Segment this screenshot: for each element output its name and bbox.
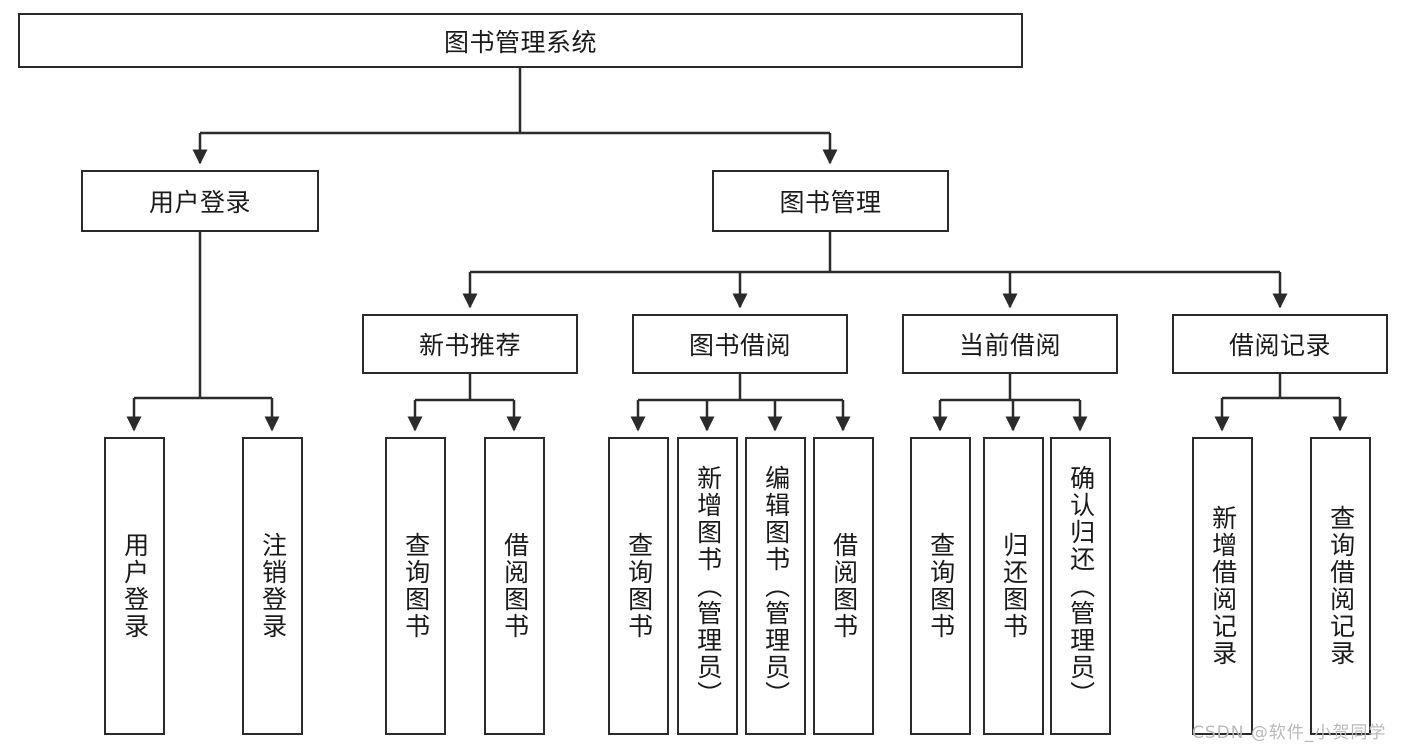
node-new-book-recommend-label: 新书推荐 [418,331,521,360]
node-book-management[interactable]: 图书管理 [712,170,949,232]
node-leaf-borrow-book-recommend[interactable]: 借阅图书 [484,437,545,735]
node-leaf-borrow-book[interactable]: 借阅图书 [813,437,874,735]
watermark: CSDN @软件_小贺同学 [1192,718,1386,743]
node-leaf-user-login-label: 用户登录 [120,532,150,640]
node-book-borrow-label: 图书借阅 [688,331,791,360]
node-leaf-user-login[interactable]: 用户登录 [104,437,165,735]
node-leaf-query-borrow-record[interactable]: 查询借阅记录 [1310,437,1371,735]
node-leaf-query-borrow-record-label: 查询借阅记录 [1326,505,1356,667]
node-leaf-return-book-label: 归还图书 [999,532,1029,640]
node-user-login-label: 用户登录 [148,188,251,217]
node-leaf-query-book-current-label: 查询图书 [926,532,956,640]
node-leaf-query-book-recommend[interactable]: 查询图书 [385,437,446,735]
node-root-label: 图书管理系统 [443,27,597,57]
node-leaf-add-borrow-record[interactable]: 新增借阅记录 [1192,437,1253,735]
node-leaf-edit-book-admin-label: 编辑图书（管理员） [761,464,791,708]
node-book-borrow[interactable]: 图书借阅 [632,314,848,374]
node-borrow-records[interactable]: 借阅记录 [1172,314,1388,374]
node-current-borrow-label: 当前借阅 [958,331,1061,360]
node-leaf-confirm-return-admin-label: 确认归还（管理员） [1066,464,1096,708]
node-leaf-add-book-admin-label: 新增图书（管理员） [693,464,723,708]
node-leaf-add-borrow-record-label: 新增借阅记录 [1208,505,1238,667]
node-leaf-edit-book-admin[interactable]: 编辑图书（管理员） [745,437,806,735]
node-book-management-label: 图书管理 [779,188,882,217]
node-user-login[interactable]: 用户登录 [81,170,319,232]
node-leaf-add-book-admin[interactable]: 新增图书（管理员） [677,437,738,735]
watermark-text: CSDN @软件_小贺同学 [1192,723,1387,743]
node-leaf-query-book-current[interactable]: 查询图书 [910,437,971,735]
node-leaf-logout[interactable]: 注销登录 [242,437,303,735]
node-leaf-borrow-book-label: 借阅图书 [829,532,859,640]
node-borrow-records-label: 借阅记录 [1228,331,1331,360]
node-root[interactable]: 图书管理系统 [18,13,1023,68]
node-leaf-query-book-borrow-label: 查询图书 [624,532,654,640]
node-leaf-return-book[interactable]: 归还图书 [983,437,1044,735]
node-leaf-query-book-borrow[interactable]: 查询图书 [608,437,669,735]
node-leaf-borrow-book-recommend-label: 借阅图书 [500,532,530,640]
node-new-book-recommend[interactable]: 新书推荐 [362,314,578,374]
node-current-borrow[interactable]: 当前借阅 [902,314,1118,374]
node-leaf-confirm-return-admin[interactable]: 确认归还（管理员） [1050,437,1111,735]
node-leaf-logout-label: 注销登录 [258,532,288,640]
node-leaf-query-book-recommend-label: 查询图书 [401,532,431,640]
